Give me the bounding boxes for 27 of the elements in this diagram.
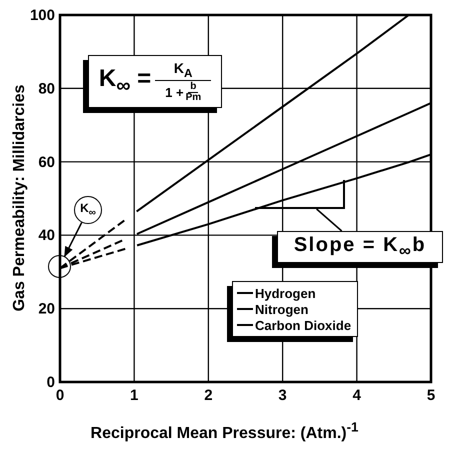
axis-title: Gas Permeability: Millidarcies <box>11 84 29 314</box>
tick-label: 2 <box>204 387 213 404</box>
tick-label: 60 <box>38 154 55 171</box>
formula-term: K$_{∞}$ = <box>98 65 152 98</box>
arrow <box>64 222 82 258</box>
tick-label: 0 <box>56 387 64 404</box>
fraction-denominator: Pm <box>186 93 202 104</box>
tick-label: 3 <box>278 387 287 404</box>
legend-label: Nitrogen <box>255 302 308 316</box>
tick-label: 0 <box>46 374 55 391</box>
tick-label: 100 <box>30 7 55 24</box>
tick-label: 5 <box>426 387 436 404</box>
symbol-label: K$_{∞}$ <box>80 201 96 219</box>
tick-label: 40 <box>38 227 55 244</box>
tick-label: 80 <box>38 80 55 98</box>
tick-label: 20 <box>38 300 55 318</box>
fraction-denominator: 1 + <box>165 85 184 100</box>
tick-label: 4 <box>352 387 361 404</box>
callout-bubble <box>74 196 102 224</box>
leader-line <box>316 208 342 232</box>
callout-text: Slope = K$_{∞}$b <box>294 234 426 260</box>
fraction-numerator: b <box>188 82 198 94</box>
tick-label: 1 <box>130 387 138 404</box>
intercept-circle <box>48 255 71 278</box>
legend-label: Carbon Dioxide <box>255 318 352 332</box>
legend-label: Hydrogen <box>255 286 316 300</box>
fraction-numerator: K$_{A}$ <box>155 60 212 82</box>
